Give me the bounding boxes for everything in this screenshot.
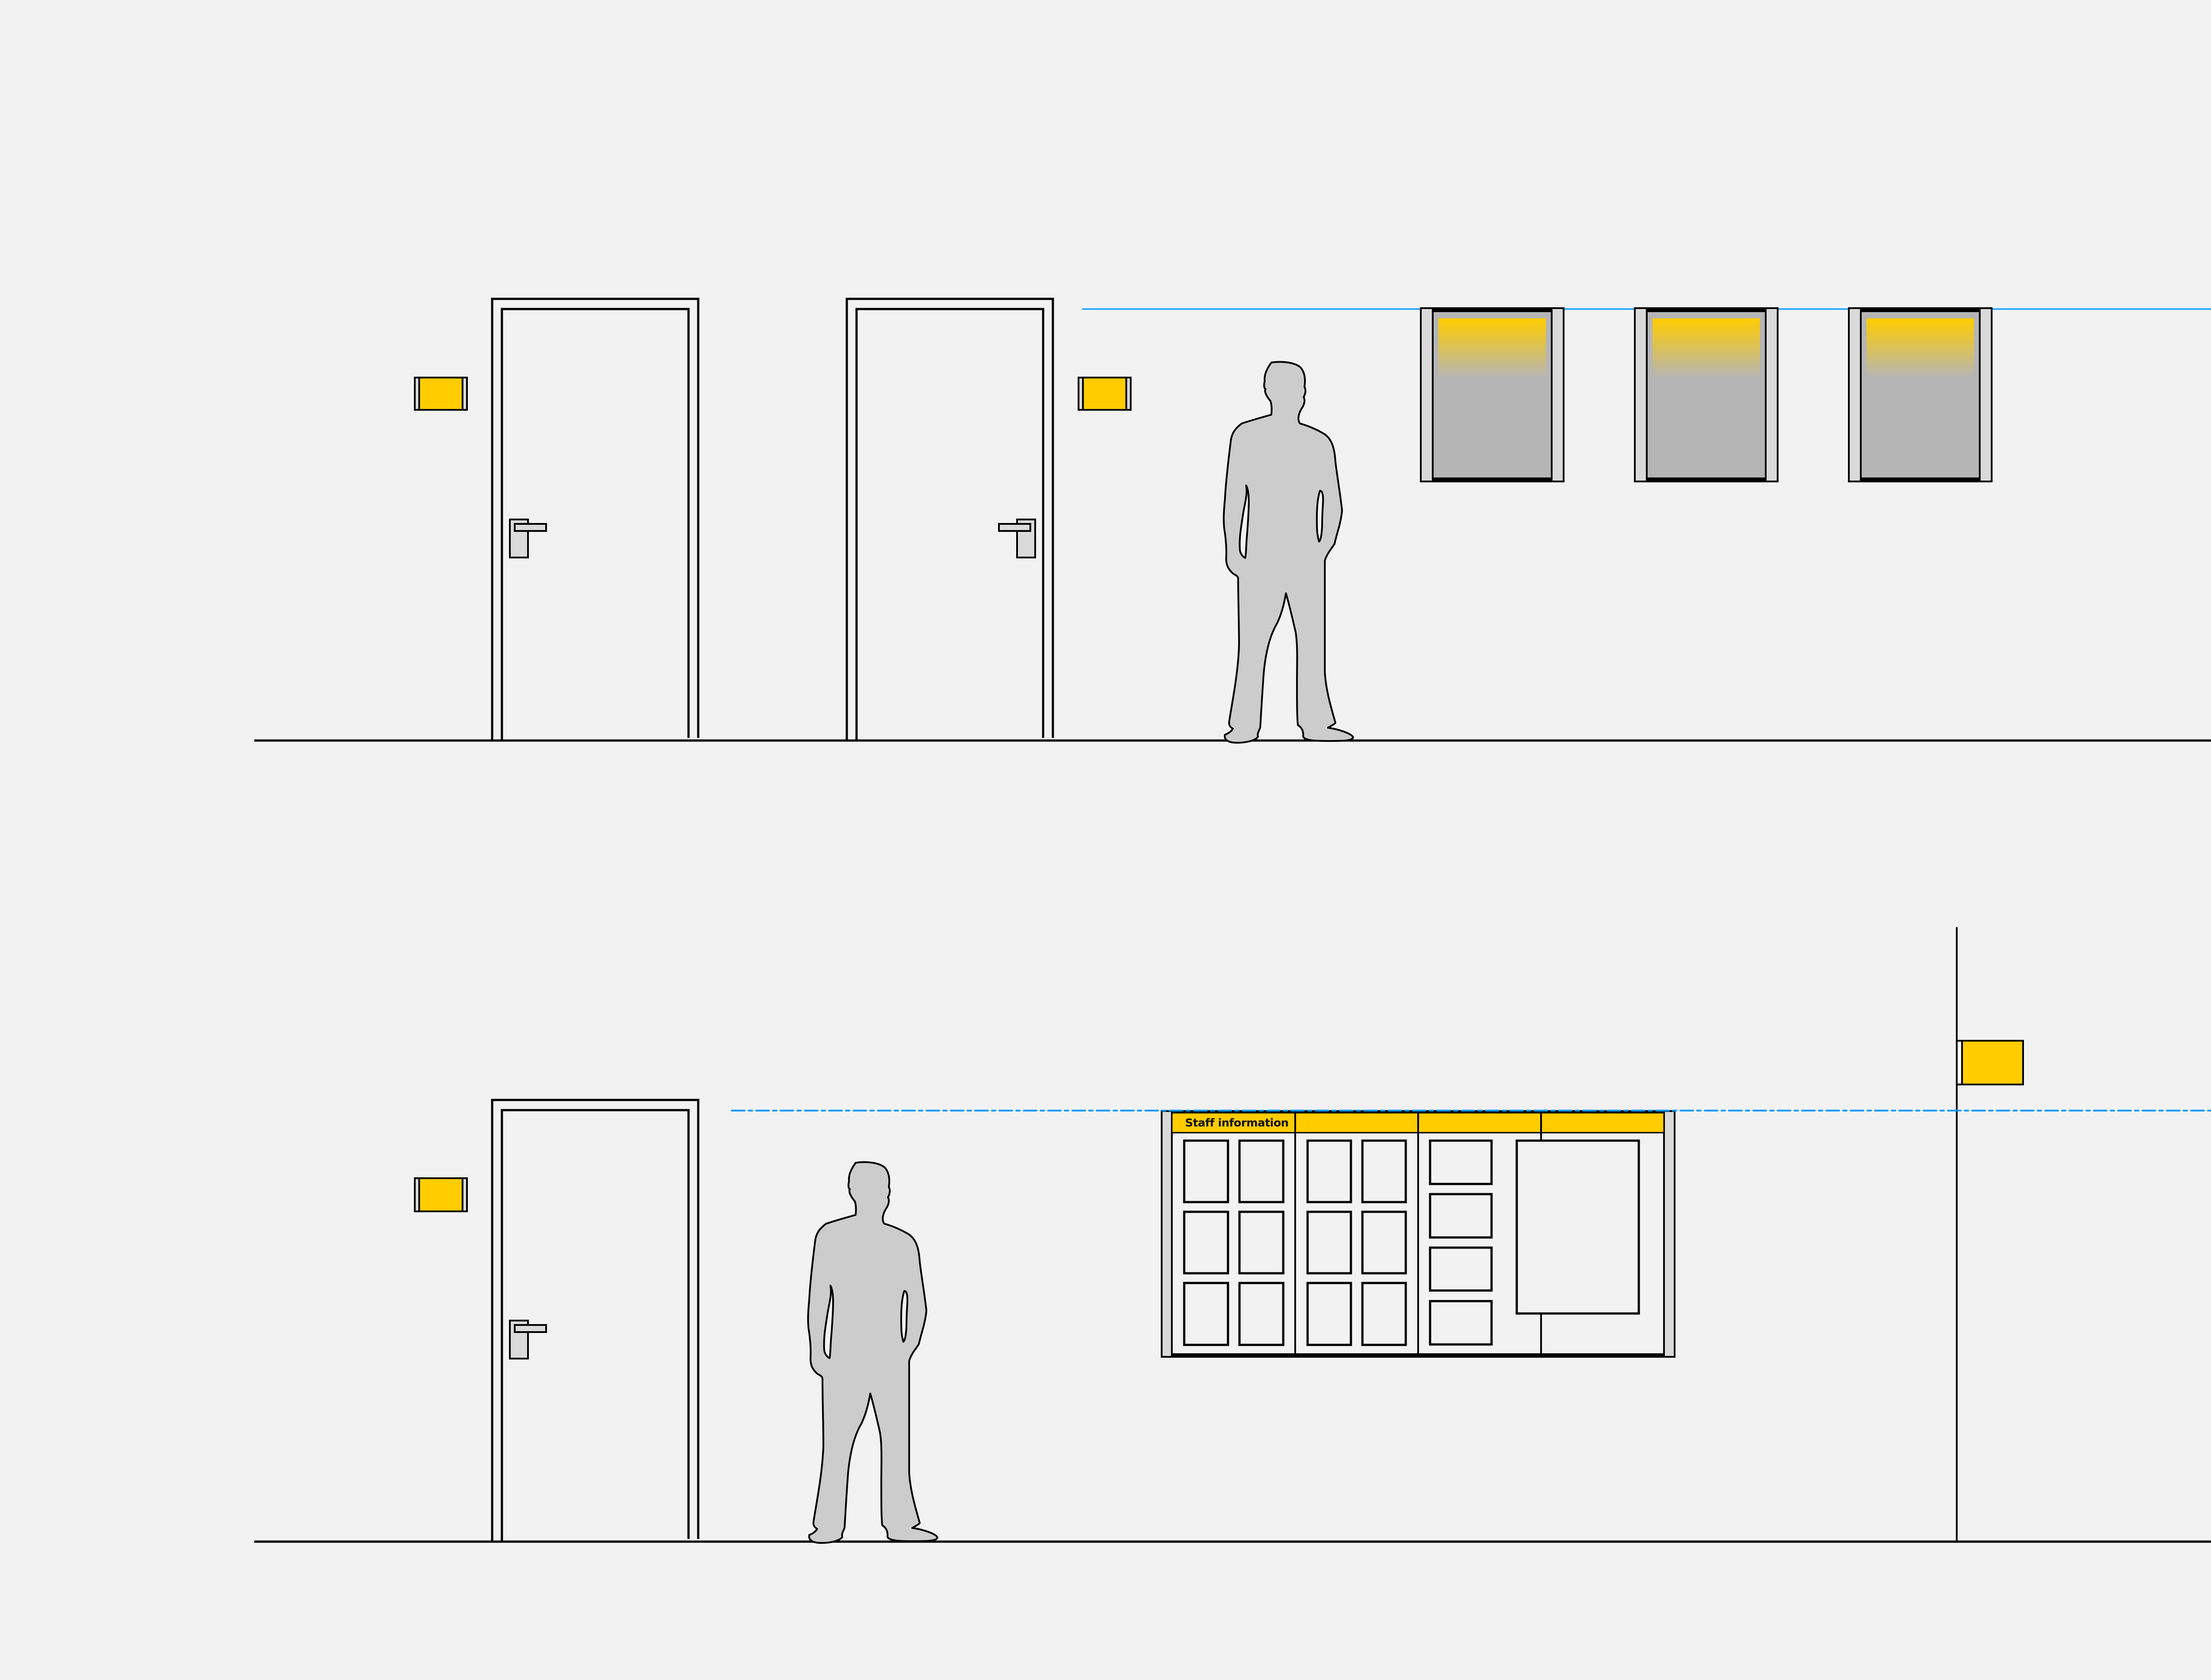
board-display-slot bbox=[1429, 1246, 1493, 1292]
handle-lever bbox=[998, 523, 1031, 532]
handle-lever bbox=[514, 523, 547, 532]
digital-screen-sign bbox=[1420, 307, 1565, 482]
door-frame bbox=[491, 298, 700, 741]
door-handle-icon bbox=[998, 519, 1036, 558]
door-handle-icon bbox=[509, 1320, 547, 1359]
screen-top-bar bbox=[1433, 308, 1552, 312]
room-sign-face bbox=[418, 1177, 463, 1212]
board-display-slot bbox=[1429, 1193, 1493, 1239]
person-silhouette-icon bbox=[1223, 361, 1354, 744]
upper-corridor-elevation bbox=[254, 298, 2211, 744]
door-leaf bbox=[855, 308, 1044, 741]
screen-bottom-bar bbox=[1861, 477, 1980, 481]
screen-bottom-bar bbox=[1433, 477, 1552, 481]
screen-content-gradient bbox=[1867, 318, 1974, 378]
door-handle-icon bbox=[509, 519, 547, 558]
digital-screen-sign bbox=[1848, 307, 1993, 482]
board-display-slot bbox=[1238, 1282, 1285, 1346]
screen-content-gradient bbox=[1653, 318, 1760, 378]
board-display-slot bbox=[1183, 1210, 1229, 1275]
door-leaf bbox=[501, 1109, 690, 1542]
room-sign bbox=[414, 1177, 468, 1212]
person-silhouette-icon bbox=[808, 1162, 937, 1543]
projecting-sign bbox=[1956, 1040, 2024, 1085]
handle-lever bbox=[514, 1324, 547, 1333]
board-display-slot bbox=[1429, 1139, 1493, 1185]
staff-information-board bbox=[1161, 1110, 1675, 1358]
board-display-slot bbox=[1183, 1139, 1229, 1203]
board-display-slot bbox=[1183, 1282, 1229, 1346]
room-sign bbox=[1078, 377, 1132, 411]
digital-screen-sign bbox=[1634, 307, 1779, 482]
door-leaf bbox=[501, 308, 690, 741]
room-sign-face bbox=[418, 377, 463, 411]
board-display-slot bbox=[1238, 1139, 1285, 1203]
room-sign bbox=[414, 377, 468, 411]
screen-bottom-bar bbox=[1647, 477, 1766, 481]
door bbox=[491, 298, 700, 741]
board-display-slot bbox=[1306, 1210, 1352, 1275]
staff-information-heading: Staff information bbox=[1185, 1116, 1289, 1129]
room-sign-face bbox=[1082, 377, 1127, 411]
board-display-slot bbox=[1306, 1282, 1352, 1346]
board-display-slot bbox=[1361, 1139, 1407, 1203]
board-display-slot bbox=[1361, 1210, 1407, 1275]
projecting-sign-face bbox=[1961, 1040, 2024, 1085]
screen-top-bar bbox=[1861, 308, 1980, 312]
board-display-slot bbox=[1429, 1300, 1493, 1346]
door bbox=[845, 298, 1054, 741]
screen-top-bar bbox=[1647, 308, 1766, 312]
board-display-slot bbox=[1515, 1139, 1640, 1315]
board-display-slot bbox=[1238, 1210, 1285, 1275]
door-frame bbox=[845, 298, 1054, 741]
board-display-slot bbox=[1306, 1139, 1352, 1203]
screen-content-gradient bbox=[1438, 318, 1546, 378]
door bbox=[491, 1099, 700, 1542]
lower-corridor-elevation bbox=[254, 927, 2211, 1543]
board-display-slot bbox=[1361, 1282, 1407, 1346]
door-frame bbox=[491, 1099, 700, 1542]
